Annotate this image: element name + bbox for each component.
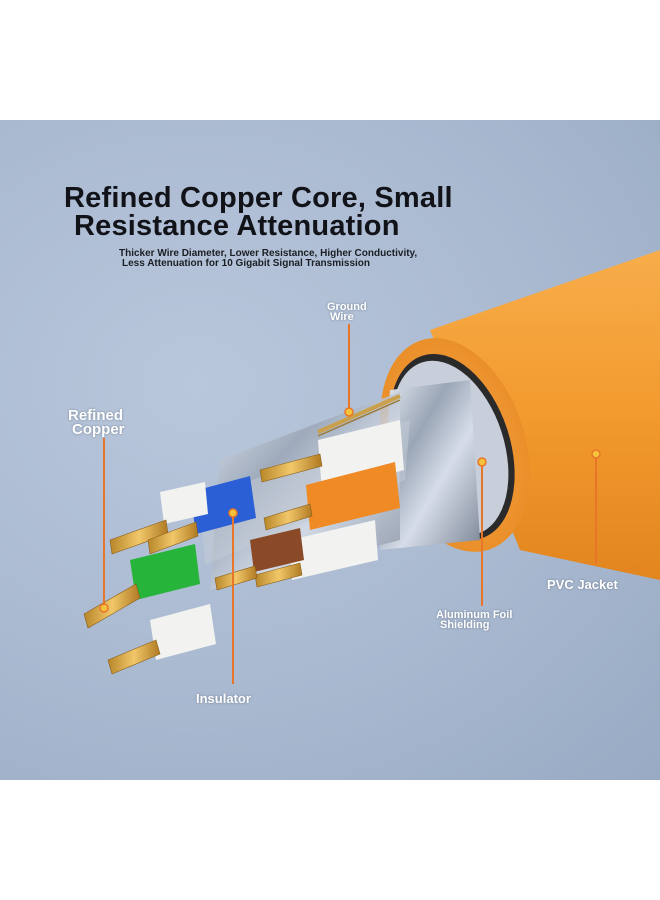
insulator-label: Insulator (196, 691, 251, 706)
ground-wire-label-line-1: Ground (327, 301, 367, 313)
foil-shielding-label-line-2: Shielding (440, 619, 490, 631)
ground-wire-label-line-2: Wire (330, 311, 354, 323)
page-title-line-1: Refined Copper Core, Small (64, 182, 453, 214)
foil-shielding-label-line-1: Aluminum Foil (436, 609, 513, 621)
refined-copper-label-line-1: Refined (68, 407, 124, 424)
subtitle-line-2: Less Attenuation for 10 Gigabit Signal T… (122, 258, 371, 269)
page-title-line-2: Resistance Attenuation (74, 210, 400, 242)
ground-wire (317, 394, 401, 437)
subtitle-line-1: Thicker Wire Diameter, Lower Resistance,… (119, 248, 418, 259)
label-leader-lines (103, 324, 597, 684)
refined-copper-label-line-2: Copper (72, 421, 125, 438)
copper-conductors (83, 453, 323, 675)
label-anchor-dots (99, 407, 601, 613)
wire-pairs (130, 420, 404, 660)
ethernet-cable-cross-section-illustration (83, 250, 660, 684)
product-image-panel: Refined Copper Core, Small Resistance At… (0, 120, 660, 780)
pvc-jacket-label: PVC Jacket (547, 577, 618, 592)
